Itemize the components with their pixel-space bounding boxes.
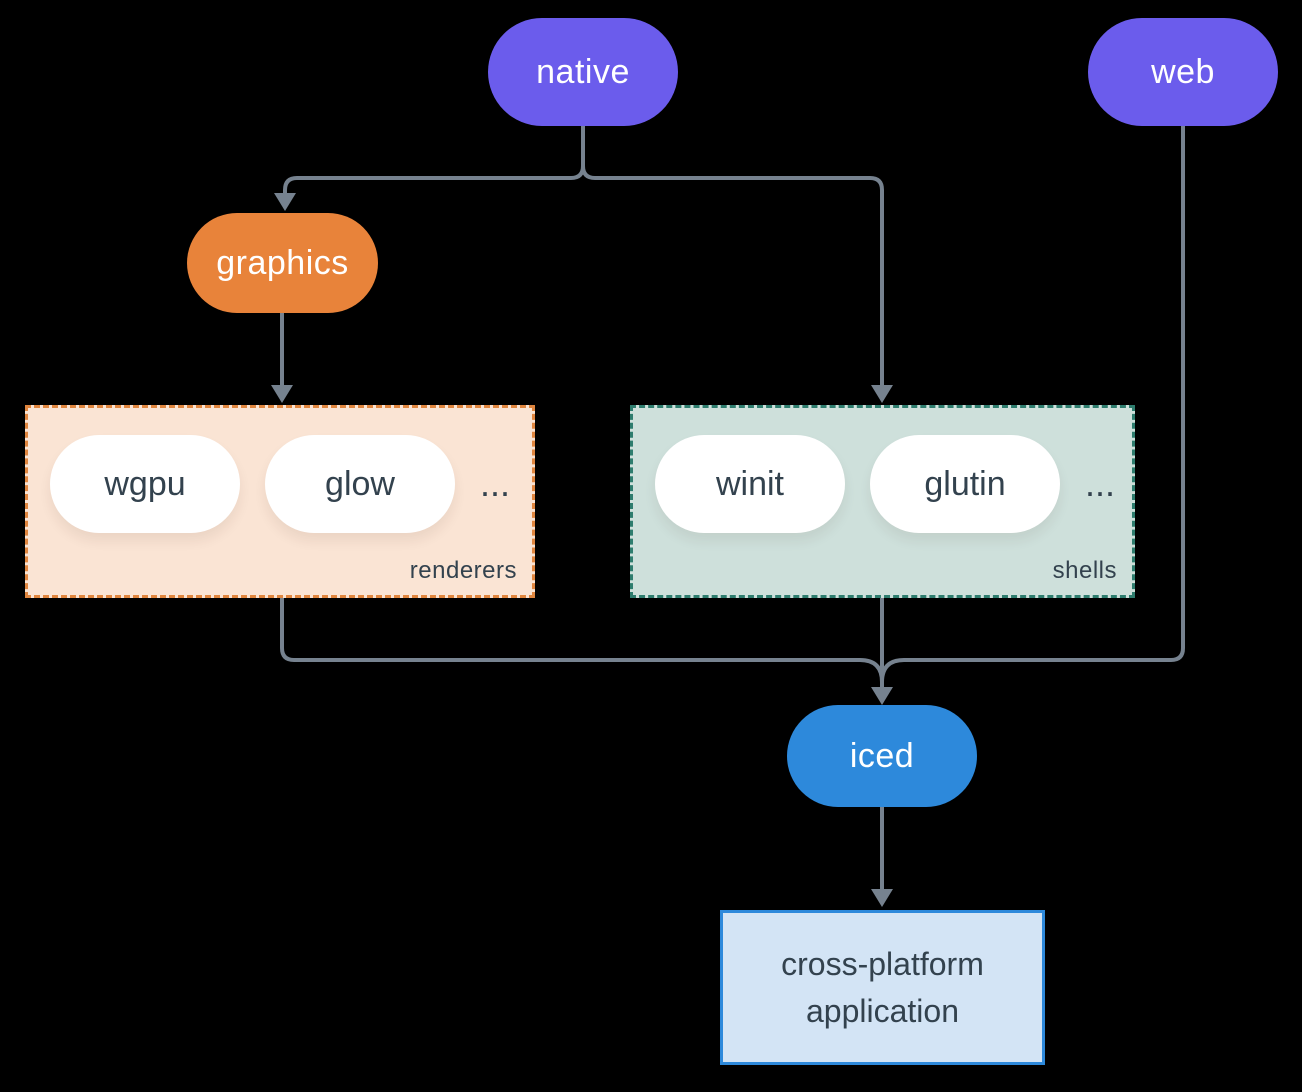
node-cross-platform-application: cross-platform application: [720, 910, 1045, 1065]
arrowhead-graphics: [274, 193, 296, 211]
application-label-line1: cross-platform: [781, 945, 984, 982]
node-graphics-label: graphics: [216, 243, 349, 282]
arrowhead-application: [871, 889, 893, 907]
application-label-line2: application: [806, 992, 959, 1029]
node-glow-label: glow: [325, 464, 395, 503]
edge-native-to-graphics: [283, 126, 585, 194]
renderers-group-label: renderers: [409, 557, 517, 584]
node-wgpu: wgpu: [50, 435, 240, 533]
edge-native-to-shells: [581, 126, 884, 386]
edge-renderers-to-iced: [280, 598, 884, 683]
node-graphics: graphics: [187, 213, 378, 313]
group-renderers: wgpu glow ... renderers: [25, 405, 535, 598]
node-native-label: native: [536, 52, 630, 91]
node-winit: winit: [655, 435, 845, 533]
node-iced-label: iced: [849, 736, 915, 775]
arrowhead-renderers: [271, 385, 293, 403]
shells-group-label: shells: [1052, 557, 1117, 584]
node-iced: iced: [787, 705, 977, 807]
node-winit-label: winit: [715, 464, 785, 503]
node-web-label: web: [1151, 52, 1215, 91]
arrowhead-iced: [871, 687, 893, 705]
shells-ellipsis: ...: [1085, 463, 1116, 504]
group-shells: winit glutin ... shells: [630, 405, 1135, 598]
node-wgpu-label: wgpu: [104, 464, 186, 503]
renderers-ellipsis: ...: [480, 463, 511, 504]
arrowhead-shells: [871, 385, 893, 403]
node-web: web: [1088, 18, 1278, 126]
node-glutin: glutin: [870, 435, 1060, 533]
node-glutin-label: glutin: [924, 464, 1006, 503]
node-native: native: [488, 18, 678, 126]
node-glow: glow: [265, 435, 455, 533]
edge-web-to-iced: [880, 126, 1185, 683]
